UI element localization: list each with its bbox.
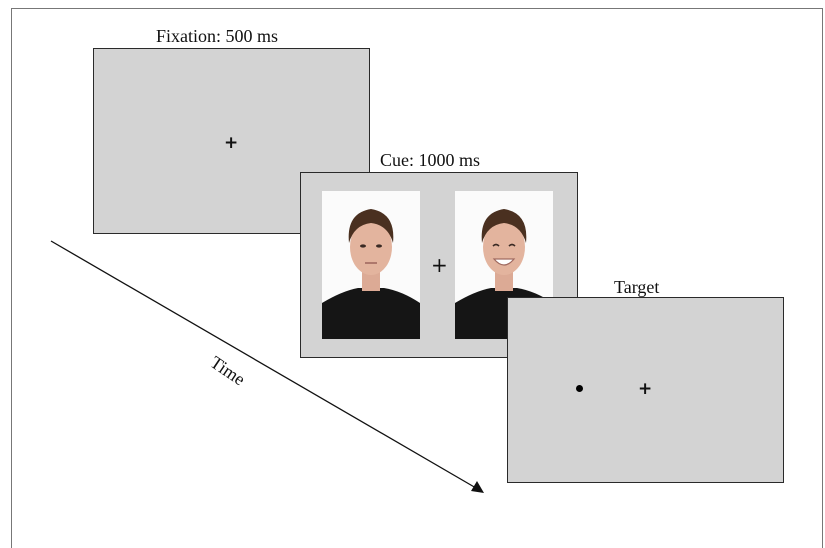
cue-label: Cue: 1000 ms (380, 150, 481, 170)
target-label: Target (614, 277, 660, 297)
figure-frame (11, 8, 823, 548)
cue-screen: + (300, 172, 578, 358)
neutral-face-photo (322, 191, 420, 339)
neutral-face-image (322, 209, 420, 339)
target-screen: + (507, 297, 784, 483)
fixation-label: Fixation: 500 ms (156, 26, 279, 46)
fixation-cross: + (224, 133, 239, 153)
target-cross: + (638, 379, 653, 399)
time-arrow (50, 240, 484, 493)
cue-cross: + (431, 253, 448, 277)
target-dot (576, 385, 583, 392)
